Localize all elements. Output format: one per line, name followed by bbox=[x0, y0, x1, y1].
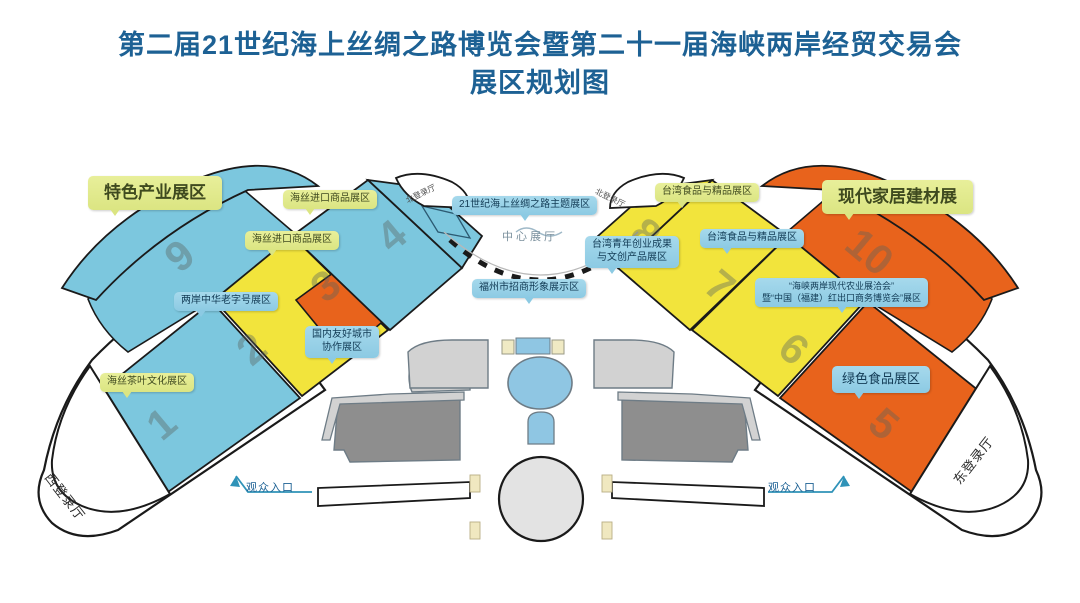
label-green-food[interactable]: 绿色食品展区 bbox=[832, 366, 931, 399]
page-title-line-2: 展区规划图 bbox=[470, 68, 610, 99]
label-taiwan-food-upper[interactable]: 台湾食品与精品展区 bbox=[655, 183, 759, 208]
gate-marker-sw bbox=[469, 521, 481, 540]
label-taiwan-food-lower[interactable]: 台湾食品与精品展区 bbox=[700, 229, 804, 254]
south-walkway-right bbox=[611, 481, 765, 507]
label-agriculture-expo-line-2: 暨“中国（福建）红出口商务博览会”展区 bbox=[762, 292, 921, 303]
label-taiwan-youth-startup[interactable]: 台湾青年创业成果 与文创产品展区 bbox=[585, 236, 679, 274]
label-taiwan-youth-line-2: 与文创产品展区 bbox=[597, 251, 667, 263]
gate-marker-ne bbox=[601, 474, 613, 493]
label-friendly-cities-line-1: 国内友好城市 bbox=[312, 329, 372, 340]
central-building-mid-right bbox=[621, 397, 749, 463]
label-silk-tea-culture[interactable]: 海丝茶叶文化展区 bbox=[100, 373, 194, 398]
entrance-label-left: 观众入口 bbox=[246, 482, 294, 494]
label-agriculture-expo[interactable]: “海峡两岸现代农业展洽会” 暨“中国（福建）红出口商务博览会”展区 bbox=[755, 278, 928, 314]
entrance-label-right: 观众入口 bbox=[768, 482, 816, 494]
page-title-line-1: 第二届21世纪海上丝绸之路博览会暨第二十一届海峡两岸经贸交易会 bbox=[117, 30, 963, 60]
center-logo-swirl bbox=[515, 227, 563, 237]
label-silk-import-upper[interactable]: 海丝进口商品展区 bbox=[283, 190, 377, 215]
page-title: 第二届21世纪海上丝绸之路博览会暨第二十一届海峡两岸经贸交易会 展区规划图 bbox=[0, 26, 1080, 103]
central-top-tab-left bbox=[501, 339, 515, 355]
label-agriculture-expo-line-1: “海峡两岸现代农业展洽会” bbox=[789, 281, 894, 291]
central-building-mid-right-roof bbox=[617, 391, 761, 441]
south-walkway-left bbox=[317, 481, 471, 507]
entrance-arrow-left bbox=[235, 475, 312, 493]
label-taiwan-youth-line-1: 台湾青年创业成果 bbox=[592, 239, 672, 250]
label-silk-import-lower[interactable]: 海丝进口商品展区 bbox=[245, 231, 339, 256]
zone-shape-6 bbox=[690, 234, 868, 398]
west-upper-arm bbox=[60, 164, 321, 302]
label-cross-strait-time-honored[interactable]: 两岸中华老字号展区 bbox=[174, 292, 278, 317]
entrance-arrow-left-head bbox=[230, 476, 240, 487]
north-hall-left-shape bbox=[394, 172, 471, 209]
zone-4-subroom bbox=[420, 205, 472, 239]
label-modern-home-materials[interactable]: 现代家居建材展 bbox=[822, 180, 973, 220]
east-upper-arm bbox=[759, 164, 1020, 302]
center-hall-label: 中心展厅 bbox=[502, 231, 558, 243]
central-top-tab-blue bbox=[515, 337, 551, 355]
central-building-mid-left bbox=[333, 397, 461, 463]
label-fuzhou-investment-showcase[interactable]: 福州市招商形象展示区 bbox=[472, 279, 586, 304]
west-lower-shoulder bbox=[50, 364, 172, 513]
entrance-arrow-right-head bbox=[840, 476, 850, 487]
gate-marker-nw bbox=[469, 474, 481, 493]
label-featured-industry[interactable]: 特色产业展区 bbox=[88, 176, 222, 216]
central-top-tab-right bbox=[551, 339, 565, 355]
central-building-mid-left-roof bbox=[321, 391, 465, 441]
central-building-upper-right bbox=[593, 339, 675, 389]
central-small-arch bbox=[527, 411, 555, 445]
entrance-arrow-right bbox=[768, 475, 845, 493]
central-blue-oval bbox=[507, 356, 573, 410]
label-maritime-silk-road-theme[interactable]: 21世纪海上丝绸之路主题展区 bbox=[452, 196, 598, 221]
label-friendly-cities[interactable]: 国内友好城市 协作展区 bbox=[305, 326, 379, 364]
gate-marker-se bbox=[601, 521, 613, 540]
east-lower-shoulder bbox=[908, 364, 1030, 513]
central-building-upper-left-main bbox=[407, 339, 489, 389]
central-plaza-circle bbox=[497, 455, 585, 543]
label-friendly-cities-line-2: 协作展区 bbox=[322, 341, 362, 353]
